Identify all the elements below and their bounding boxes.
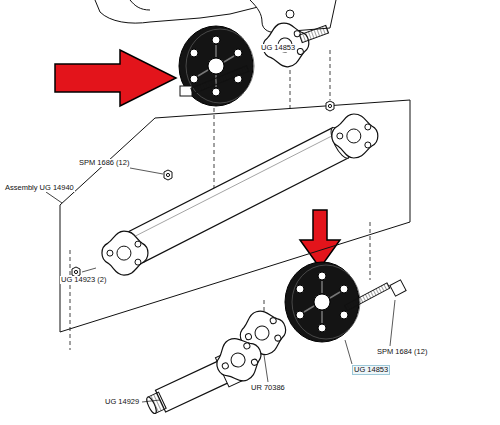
part-number: SPM 1686 (12) [78, 159, 130, 167]
part-number: UG 14853 [260, 44, 296, 52]
part-number: UG 14929 [104, 398, 140, 406]
part-number: UG 14853 [352, 365, 390, 375]
part-number: SPM 1684 (12) [376, 348, 428, 356]
assembly-label: Assembly UG 14940 [4, 184, 75, 192]
part-number: UG 14923 (2) [60, 276, 107, 284]
part-number: UR 70386 [250, 384, 286, 392]
